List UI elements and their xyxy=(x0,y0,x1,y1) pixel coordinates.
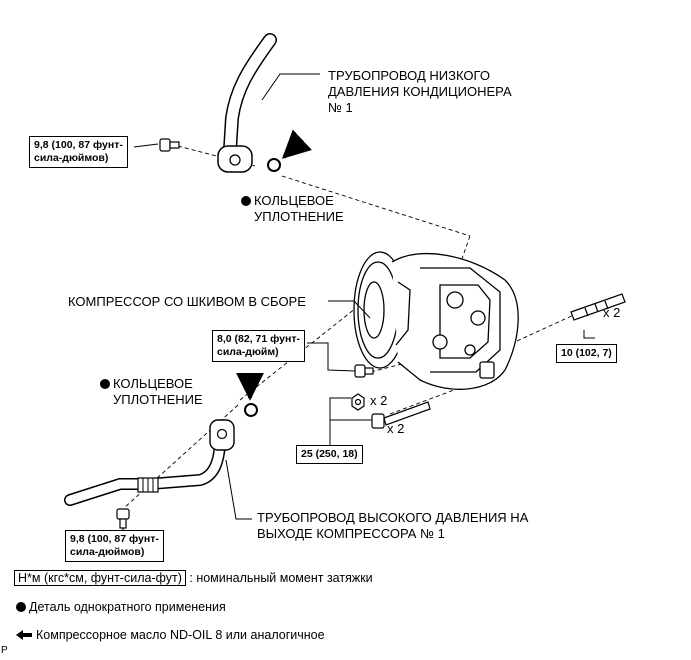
torque-box-bottom-left: 9,8 (100, 87 фунт- сила-дюймов) xyxy=(65,530,164,562)
o-ring-bottom-label-line-1: КОЛЬЦЕВОЕ xyxy=(113,376,193,391)
stud-quantity: x 2 xyxy=(603,305,621,320)
bolt-top-left-drawing xyxy=(159,138,180,152)
torque-box-bottom-center: 25 (250, 18) xyxy=(296,445,363,464)
legend-non-reusable-text: Деталь однократного применения xyxy=(29,600,226,614)
low-pressure-pipe-label-line-2: ДАВЛЕНИЯ КОНДИЦИОНЕРА xyxy=(328,84,512,99)
stud-right-drawing xyxy=(570,293,626,321)
non-reusable-dot-icon xyxy=(241,196,251,206)
non-reusable-dot-icon xyxy=(100,379,110,389)
high-pressure-pipe-label: ТРУБОПРОВОД ВЫСОКОГО ДАВЛЕНИЯ НА ВЫХОДЕ … xyxy=(257,510,528,542)
compressor-drawing xyxy=(353,251,519,390)
compressor-label: КОМПРЕССОР СО ШКИВОМ В СБОРЕ xyxy=(68,294,306,309)
legend-non-reusable-row: Деталь однократного применения xyxy=(16,599,226,615)
o-ring-bottom-label: КОЛЬЦЕВОЕ УПЛОТНЕНИЕ xyxy=(100,376,203,408)
torque-box-top-left: 9,8 (100, 87 фунт- сила-дюймов) xyxy=(29,136,128,168)
non-reusable-dot-icon xyxy=(16,602,26,612)
o-ring-bottom-label-line-2: УПЛОТНЕНИЕ xyxy=(113,392,203,407)
torque-bottom-left-line-1: 9,8 (100, 87 фунт- xyxy=(70,533,159,545)
torque-mid-line-1: 8,0 (82, 71 фунт- xyxy=(217,333,300,345)
low-pressure-pipe-drawing xyxy=(217,33,277,173)
o-ring-top-label-line-2: УПЛОТНЕНИЕ xyxy=(254,209,344,224)
o-ring-bottom-drawing xyxy=(244,403,258,417)
oil-arrow-top xyxy=(281,129,312,159)
torque-top-left-line-1: 9,8 (100, 87 фунт- xyxy=(34,139,123,151)
nut-drawing xyxy=(351,393,365,411)
corner-mark: P xyxy=(1,645,8,656)
bolt-bottom-left-drawing xyxy=(116,508,130,529)
o-ring-top-drawing xyxy=(267,158,281,172)
bolt-quantity: x 2 xyxy=(387,421,405,436)
legend-oil-text: Компрессорное масло ND-OIL 8 или аналоги… xyxy=(36,628,325,642)
torque-bottom-left-line-2: сила-дюймов) xyxy=(70,546,145,558)
legend-torque-box: Н*м (кгс*см, фунт-сила-фут) xyxy=(14,570,186,586)
nut-quantity: x 2 xyxy=(370,393,388,408)
high-pressure-pipe-drawing xyxy=(64,419,235,506)
high-pressure-pipe-label-line-2: ВЫХОДЕ КОМПРЕССОРА № 1 xyxy=(257,526,445,541)
bolt-mid-drawing xyxy=(354,364,374,378)
low-pressure-pipe-label-line-3: № 1 xyxy=(328,100,353,115)
high-pressure-pipe-label-line-1: ТРУБОПРОВОД ВЫСОКОГО ДАВЛЕНИЯ НА xyxy=(257,510,529,525)
legend-oil-row: Компрессорное масло ND-OIL 8 или аналоги… xyxy=(16,627,325,643)
torque-top-left-line-2: сила-дюймов) xyxy=(34,152,109,164)
low-pressure-pipe-label-line-1: ТРУБОПРОВОД НИЗКОГО xyxy=(328,68,490,83)
torque-box-right: 10 (102, 7) xyxy=(556,344,617,363)
low-pressure-pipe-label: ТРУБОПРОВОД НИЗКОГО ДАВЛЕНИЯ КОНДИЦИОНЕР… xyxy=(328,68,512,116)
long-bolt-drawing xyxy=(371,401,431,429)
o-ring-top-label: КОЛЬЦЕВОЕ УПЛОТНЕНИЕ xyxy=(241,193,344,225)
o-ring-top-label-line-1: КОЛЬЦЕВОЕ xyxy=(254,193,334,208)
oil-arrow-icon xyxy=(16,630,32,640)
legend-torque-text: : номинальный момент затяжки xyxy=(189,571,373,585)
torque-mid-line-2: сила-дюйм) xyxy=(217,346,279,358)
torque-box-mid: 8,0 (82, 71 фунт- сила-дюйм) xyxy=(212,330,305,362)
legend-torque-row: Н*м (кгс*см, фунт-сила-фут) : номинальны… xyxy=(14,570,373,586)
